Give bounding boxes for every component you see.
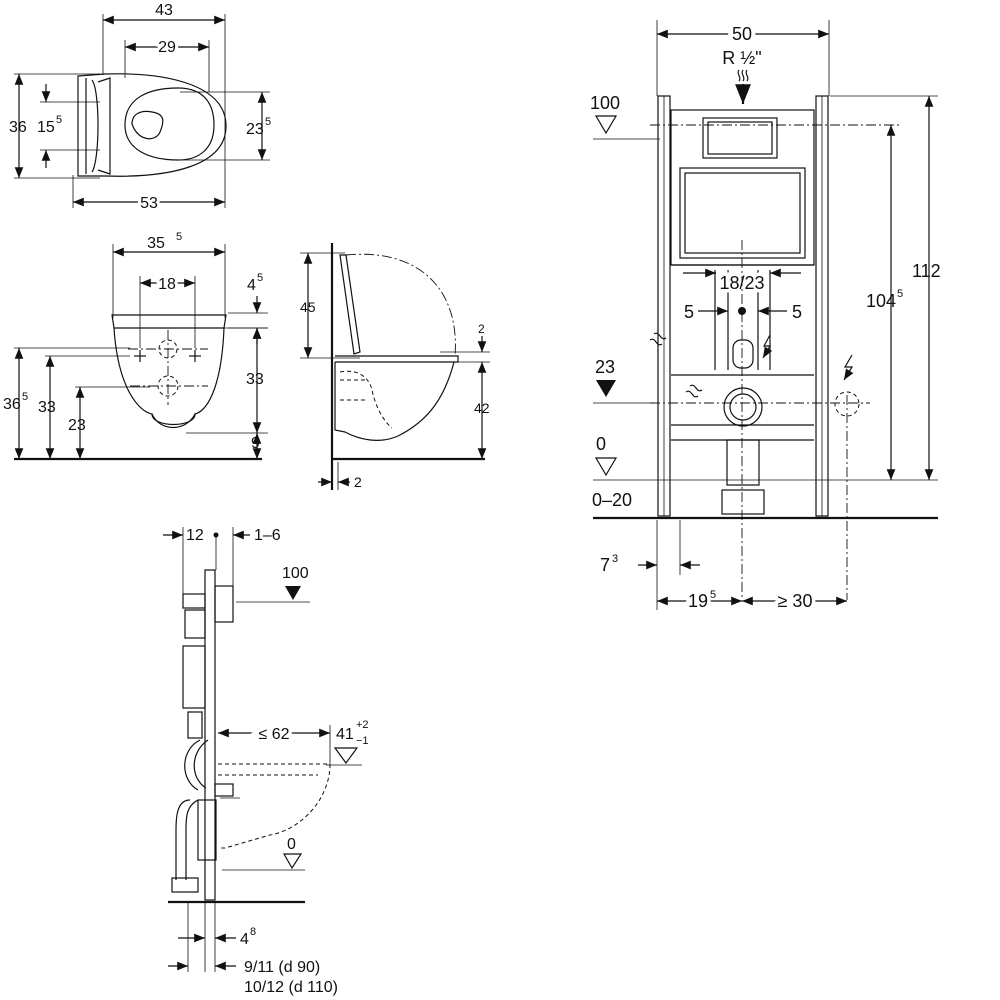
section-tol-minus: −1 <box>356 735 369 747</box>
frame-view: 50 R ½" 18/23 5 5 <box>590 20 941 615</box>
front-total-height-sup: 5 <box>22 391 28 403</box>
front-width-sup: 5 <box>176 231 182 243</box>
top-length-label: 53 <box>140 195 158 212</box>
frame-supply-label: R ½" <box>722 48 761 68</box>
front-33-left-label: 33 <box>38 399 56 416</box>
frame-height-104-label: 104 <box>866 291 896 311</box>
section-10-12-label: 10/12 (d 110) <box>244 979 338 996</box>
frame-level-23-label: 23 <box>595 357 615 377</box>
top-height-inner-sup: 5 <box>56 114 62 126</box>
section-depth-label: ≤ 62 <box>258 726 289 743</box>
side-2-bottom-label: 2 <box>354 474 362 490</box>
front-width-label: 35 <box>147 235 165 252</box>
frame-right-5-label: 5 <box>792 302 802 322</box>
frame-width-label: 50 <box>732 24 752 44</box>
frame-offset-30-label: ≥ 30 <box>778 591 813 611</box>
top-height-total-label: 36 <box>9 119 27 136</box>
frame-offset-19-label: 19 <box>688 591 708 611</box>
top-width-outer-label: 43 <box>155 2 173 19</box>
section-1-6-label: 1–6 <box>254 527 281 544</box>
side-2-top-label: 2 <box>478 322 485 336</box>
section-view: 12 1–6 100 ≤ 62 41 +2 −1 <box>163 527 369 996</box>
frame-level-0-label: 0 <box>596 434 606 454</box>
front-total-height-label: 36 <box>3 396 21 413</box>
frame-offset-7-sup: 3 <box>612 553 618 565</box>
top-seat-height-label: 23 <box>246 121 264 138</box>
front-view: 35 5 18 4 5 36 5 33 23 33 9 <box>3 231 268 461</box>
frame-height-104-sup: 5 <box>897 288 903 300</box>
frame-height-112-label: 112 <box>912 261 941 281</box>
section-12-label: 12 <box>186 527 204 544</box>
section-height-41-label: 41 <box>336 726 354 743</box>
section-4-label: 4 <box>240 931 249 948</box>
front-top-offset-sup: 5 <box>257 272 263 284</box>
top-view: 43 29 36 15 5 23 5 53 <box>9 2 271 215</box>
section-9-11-label: 9/11 (d 90) <box>244 959 320 976</box>
side-45-label: 45 <box>300 299 316 315</box>
section-level-100-label: 100 <box>282 565 309 582</box>
top-height-inner-label: 15 <box>37 119 55 136</box>
frame-offset-19-sup: 5 <box>710 589 716 601</box>
section-4-sup: 8 <box>250 926 256 938</box>
front-top-offset-label: 4 <box>247 277 256 294</box>
front-33-right-label: 33 <box>246 371 264 388</box>
section-level-0-label: 0 <box>287 836 296 853</box>
top-width-inner-label: 29 <box>158 39 176 56</box>
front-bolt-spacing-label: 18 <box>158 276 176 293</box>
top-seat-height-sup: 5 <box>265 116 271 128</box>
front-23-label: 23 <box>68 417 86 434</box>
side-42-label: 42 <box>474 400 490 416</box>
frame-range-label: 0–20 <box>592 490 632 510</box>
frame-offset-7-label: 7 <box>600 555 610 575</box>
frame-level-100-label: 100 <box>590 93 620 113</box>
section-tol-plus: +2 <box>356 719 369 731</box>
front-9-label: 9 <box>251 435 260 452</box>
frame-left-5-label: 5 <box>684 302 694 322</box>
side-view: 45 2 42 2 <box>300 243 490 490</box>
